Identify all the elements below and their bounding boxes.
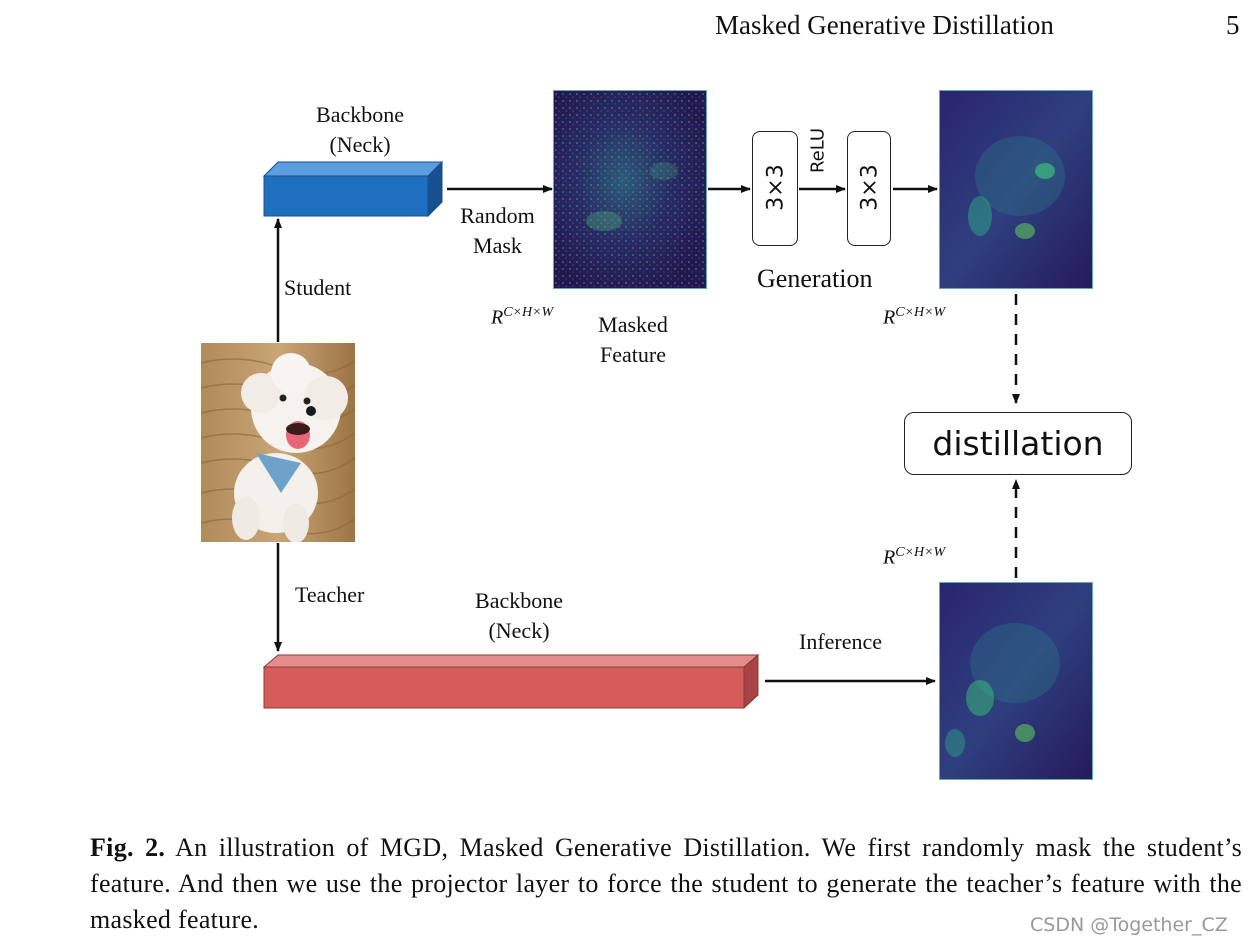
student-backbone-label: Backbone (Neck) xyxy=(316,102,404,157)
distillation-box: distillation xyxy=(904,412,1132,475)
conv-block-1: 3×3 xyxy=(752,131,798,246)
generated-feature-map xyxy=(939,90,1093,289)
running-header-title: Masked Generative Distillation xyxy=(715,10,1054,40)
teacher-backbone-block xyxy=(262,653,760,710)
inference-label: Inference xyxy=(799,629,883,654)
teacher-backbone-label: Backbone (Neck) xyxy=(475,588,563,643)
teacher-feature-map xyxy=(939,582,1093,780)
random-mask-label: Random Mask xyxy=(460,203,535,258)
conv1-label: 3×3 xyxy=(763,164,789,211)
figure-caption: Fig. 2. An illustration of MGD, Masked G… xyxy=(90,830,1242,938)
dim-label-generated: RC×H×W xyxy=(883,305,946,329)
conv2-label: 3×3 xyxy=(857,164,883,211)
input-image xyxy=(201,343,355,542)
masked-feature-map xyxy=(553,90,707,289)
dim-label-masked: RC×H×W xyxy=(491,305,554,329)
figure-caption-label: Fig. 2. xyxy=(90,833,166,862)
conv-block-2: 3×3 xyxy=(847,131,891,246)
teacher-label: Teacher xyxy=(295,582,365,607)
watermark: CSDN @Together_CZ xyxy=(1030,914,1228,936)
figure-caption-text: An illustration of MGD, Masked Generativ… xyxy=(90,833,1242,934)
page-number: 5 xyxy=(1226,10,1240,40)
student-label: Student xyxy=(284,275,352,300)
masked-feature-label: Masked Feature xyxy=(598,312,668,367)
student-backbone-block xyxy=(262,160,444,218)
relu-label: ReLU xyxy=(807,127,829,174)
generation-label: Generation xyxy=(757,264,873,293)
dim-label-teacher: RC×H×W xyxy=(883,545,946,569)
